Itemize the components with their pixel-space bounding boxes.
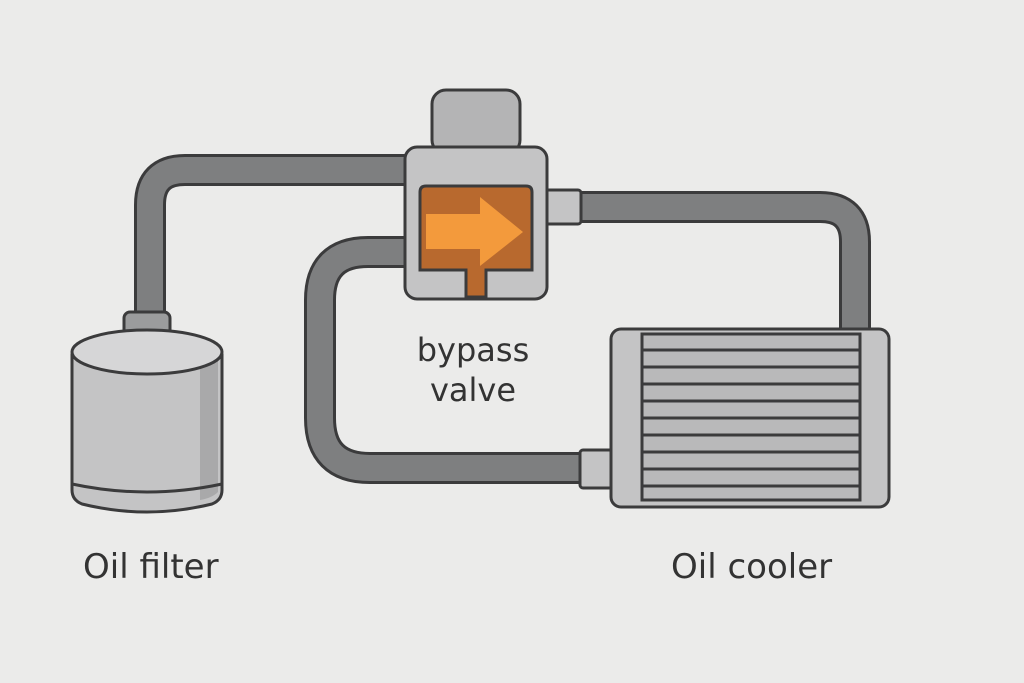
cooler-inlet-fitting: [578, 448, 616, 490]
valve-outlet-fitting: [543, 188, 583, 226]
oil-cooler: [578, 327, 891, 509]
oil-filter-body: [70, 353, 224, 514]
bypass-valve-label-line2: valve: [429, 371, 517, 409]
oil-filter-top: [70, 328, 224, 376]
pipe-filter-to-valve: [134, 154, 410, 320]
bypass-valve: [403, 88, 583, 301]
oil-cooler-label: Oil cooler: [671, 547, 833, 587]
oil-filter-shade: [200, 360, 218, 500]
right-arrow-icon: [426, 197, 523, 266]
pipe-cooler-to-valve-return: [304, 236, 585, 484]
pipe-valve-to-cooler: [575, 191, 871, 332]
cooler-fins: [642, 348, 860, 488]
oil-filter: [70, 310, 224, 514]
valve-cap: [430, 88, 522, 156]
bypass-valve-label: bypass valve: [380, 330, 566, 410]
bypass-valve-label-line1: bypass: [416, 331, 530, 369]
oil-filter-base-ring: [71, 482, 223, 494]
oil-filter-label: Oil filter: [83, 547, 219, 587]
